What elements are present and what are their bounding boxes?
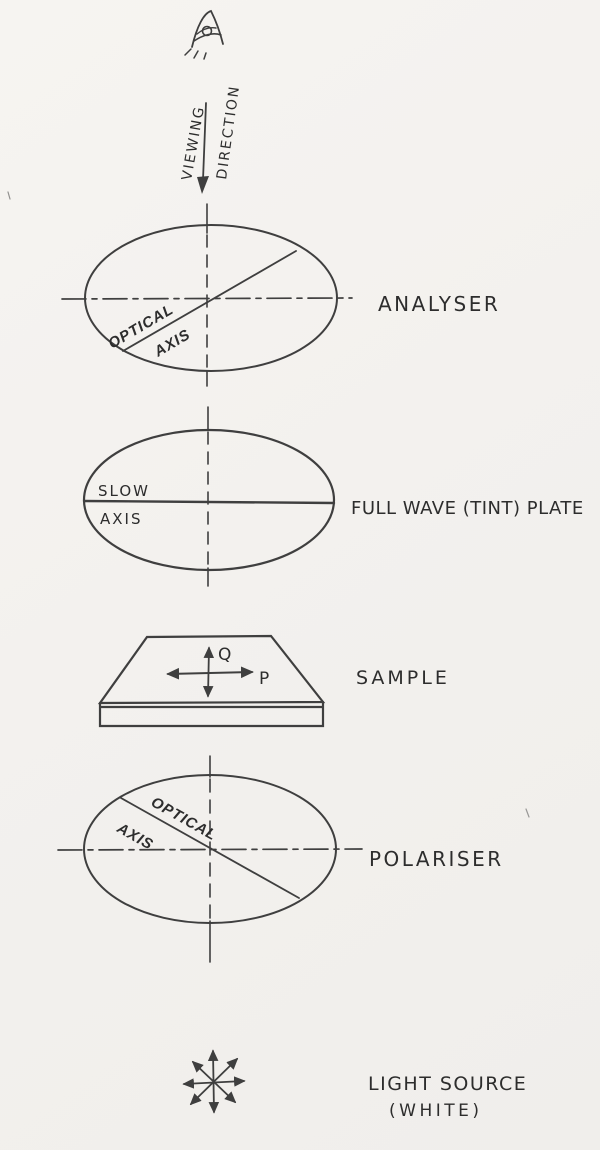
viewing-direction-arrow (197, 102, 209, 194)
sample-top-face (97, 634, 326, 705)
tint-axis-word-top: SLOW (98, 482, 150, 500)
sample-q-arrow (202, 646, 215, 698)
sample-label: SAMPLE (356, 667, 450, 689)
polariser-group: OPTICAL AXIS POLARISER (57, 755, 504, 963)
tint-plate-disc (82, 428, 336, 572)
sample-group: Q P SAMPLE (97, 634, 450, 728)
sample-p-label: P (259, 669, 269, 689)
light-source-sublabel: (WHITE) (389, 1101, 483, 1121)
arrowhead-down (197, 176, 209, 194)
tint-plate-label: FULL WAVE (TINT) PLATE (351, 498, 584, 519)
paper-speck (525, 808, 530, 818)
analyser-group: OPTICAL AXIS ANALYSER (61, 203, 500, 387)
direction-label: DIRECTION (214, 84, 243, 181)
eye-icon (184, 9, 224, 60)
analyser-optical-axis-line (122, 250, 297, 352)
analyser-disc (84, 224, 338, 372)
polariser-axis-word-bottom: AXIS (113, 819, 156, 854)
slow-axis-line (82, 499, 336, 505)
analyser-label: ANALYSER (378, 292, 500, 316)
sample-q-label: Q (218, 645, 231, 665)
sample-p-arrow (166, 666, 254, 680)
polariser-optical-axis-line (120, 797, 300, 899)
analyser-horizontal-dashdot-line (61, 297, 353, 300)
polariser-label: POLARISER (369, 847, 504, 871)
paper-speck (7, 191, 11, 200)
sample-front-face (98, 700, 325, 728)
tint-axis-word-bottom: AXIS (100, 510, 142, 528)
unpolarised-light-starburst-icon (182, 1049, 246, 1114)
polariser-horizontal-dashdot-line (57, 848, 363, 851)
tint-plate-group: SLOW AXIS FULL WAVE (TINT) PLATE (82, 406, 584, 587)
light-source-label: LIGHT SOURCE (368, 1073, 527, 1095)
